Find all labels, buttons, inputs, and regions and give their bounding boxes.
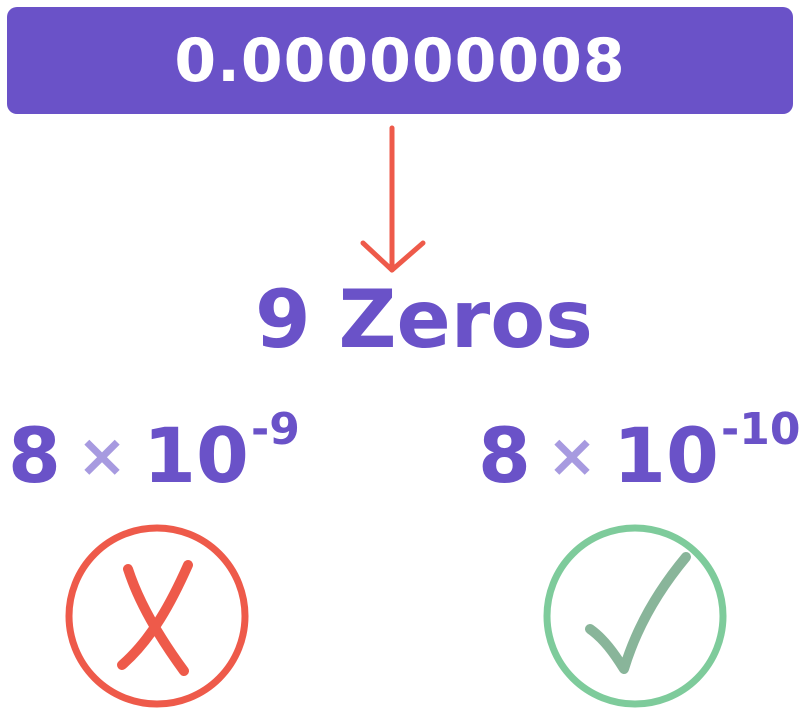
zero-count-label: 9 Zeros: [255, 273, 593, 366]
times-operator: ×: [76, 421, 128, 491]
number-banner: 0.000000008: [7, 7, 793, 114]
decimal-number: 0.000000008: [174, 25, 626, 96]
down-arrow-icon: [360, 125, 426, 273]
cross-icon: [65, 524, 249, 708]
coefficient: 8: [478, 411, 531, 500]
check-icon: [543, 524, 727, 708]
exponent: -9: [250, 404, 300, 455]
correct-notation: 8×10-10: [478, 408, 800, 494]
base: 10: [143, 411, 249, 500]
coefficient: 8: [8, 411, 61, 500]
base: 10: [613, 411, 719, 500]
incorrect-notation: 8×10-9: [8, 408, 300, 494]
exponent: -10: [720, 404, 800, 455]
times-operator: ×: [546, 421, 598, 491]
